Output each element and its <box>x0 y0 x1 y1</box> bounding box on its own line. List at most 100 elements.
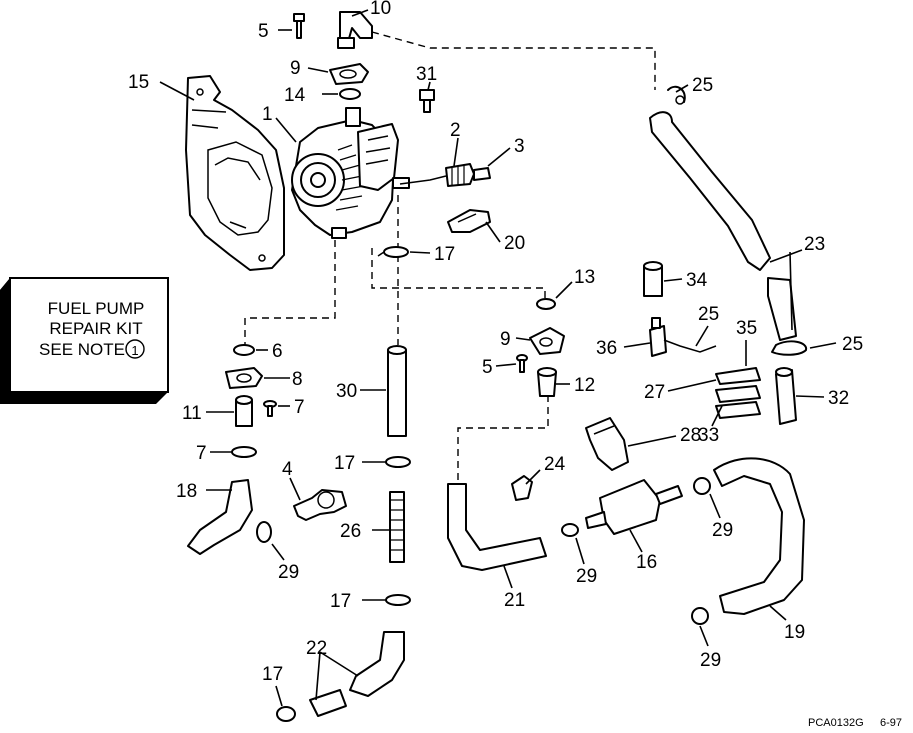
callout-19: 19 <box>784 622 805 643</box>
callout-9: 9 <box>290 58 301 79</box>
clip-part-20 <box>447 209 491 233</box>
callout-4: 4 <box>282 459 293 480</box>
callout-9b: 9 <box>500 329 511 350</box>
hose-part-23 <box>649 85 808 356</box>
callout-5: 5 <box>258 21 269 42</box>
valve-and-connector-part <box>399 163 491 187</box>
callout-2: 2 <box>450 120 461 141</box>
callout-27: 27 <box>644 382 665 403</box>
clamp-part-29d <box>691 607 709 625</box>
hose-part-18 <box>187 479 253 555</box>
callout-34: 34 <box>686 270 708 291</box>
callout-29d: 29 <box>700 650 721 671</box>
screw-part-top <box>293 13 305 39</box>
o-ring-part-top <box>339 88 361 100</box>
callout-22: 22 <box>306 638 327 659</box>
callout-29: 29 <box>278 562 299 583</box>
callout-15: 15 <box>128 72 149 93</box>
clamp-part-17b <box>385 456 411 468</box>
screw-part-5b <box>516 354 528 373</box>
o-ring-part-13 <box>536 298 556 310</box>
callout-labels: 5 10 9 31 25 15 14 1 2 3 20 23 17 13 34 … <box>128 0 863 685</box>
callout-28: 28 <box>680 425 701 446</box>
callout-14: 14 <box>284 85 306 106</box>
mounting-plate-part <box>185 75 285 271</box>
gasket-part-top <box>329 63 369 85</box>
callout-20: 20 <box>504 233 525 254</box>
fuel-filter-part-16 <box>585 479 683 535</box>
callout-18: 18 <box>176 481 197 502</box>
gasket-part-8 <box>225 367 263 389</box>
hose-part-22 <box>309 631 405 717</box>
clamp-part-17d <box>276 706 296 722</box>
callout-26: 26 <box>340 521 361 542</box>
clamp-part-29a <box>256 521 272 543</box>
callout-17b: 17 <box>334 453 355 474</box>
callout-29b: 29 <box>576 566 597 587</box>
callout-17d: 17 <box>262 664 283 685</box>
callout-29c: 29 <box>712 520 733 541</box>
elbow-fitting-part <box>337 11 373 49</box>
callout-5b: 5 <box>482 357 493 378</box>
hose-part-21 <box>447 483 547 571</box>
callout-7: 7 <box>294 397 305 418</box>
leader-lines <box>159 9 837 707</box>
callout-25c: 25 <box>842 334 863 355</box>
fitting-part-4 <box>293 489 347 521</box>
callout-6: 6 <box>272 341 283 362</box>
callout-1: 1 <box>262 104 273 125</box>
sleeves-part-27-33-35 <box>715 367 761 419</box>
clamp-part-7b <box>231 446 257 458</box>
callout-30: 30 <box>336 381 357 402</box>
callout-33: 33 <box>698 425 719 446</box>
callout-36: 36 <box>596 338 617 359</box>
fuel-pump-assembly-part <box>291 107 410 239</box>
callout-23: 23 <box>804 234 825 255</box>
clip-part-24 <box>511 475 533 501</box>
figure-date: 6-97 <box>880 717 902 729</box>
screw-part-7 <box>263 400 277 417</box>
kit-box-note-number: 1 <box>131 343 138 358</box>
callout-11: 11 <box>182 403 202 424</box>
kit-box-line-1: FUEL PUMP <box>48 299 145 318</box>
o-ring-part-6 <box>233 344 255 356</box>
tee-fitting-part-36 <box>649 317 717 357</box>
connector-part-26 <box>389 491 405 563</box>
clamp-part-29b <box>561 523 579 537</box>
callout-21: 21 <box>504 590 525 611</box>
fitting-part-32 <box>775 367 797 425</box>
repair-kit-box <box>0 277 169 404</box>
callout-25b: 25 <box>698 304 719 325</box>
clamp-part-28 <box>585 417 629 471</box>
callout-17c: 17 <box>330 591 351 612</box>
dashed-routing-lines <box>244 31 656 480</box>
screw-part-31 <box>419 89 435 113</box>
callout-32: 32 <box>828 388 849 409</box>
callout-25: 25 <box>692 75 713 96</box>
kit-box-line-3: SEE NOTE <box>39 340 125 359</box>
tube-part-30 <box>387 345 407 437</box>
callout-31: 31 <box>416 64 437 85</box>
cap-part-34 <box>643 261 663 297</box>
callout-16: 16 <box>636 552 657 573</box>
gasket-part-9b <box>529 327 565 355</box>
callout-3: 3 <box>514 136 525 157</box>
kit-box-line-2: REPAIR KIT <box>49 319 142 338</box>
callout-24: 24 <box>544 454 566 475</box>
callout-8: 8 <box>292 369 303 390</box>
callout-17: 17 <box>434 244 455 265</box>
callout-35: 35 <box>736 318 757 339</box>
clamp-part-17a <box>377 246 409 258</box>
callout-7b: 7 <box>196 443 207 464</box>
hose-part-19 <box>713 457 805 615</box>
callout-10: 10 <box>370 0 391 19</box>
check-valve-part-11 <box>235 395 253 427</box>
callout-12: 12 <box>574 375 595 396</box>
clamp-part-17c <box>385 594 411 606</box>
clamp-part-29c <box>693 477 711 495</box>
fitting-part-12 <box>537 367 557 397</box>
figure-code: PCA0132G <box>808 717 864 729</box>
callout-13: 13 <box>574 267 595 288</box>
note-circle-icon <box>125 339 145 359</box>
